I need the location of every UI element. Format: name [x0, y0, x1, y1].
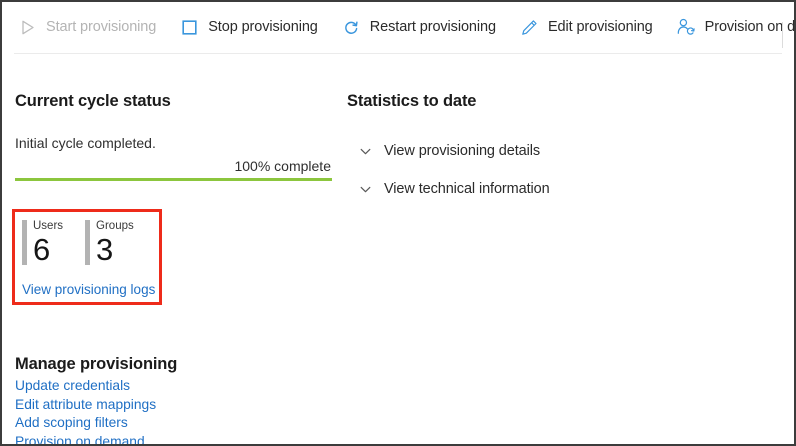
view-technical-information-expander[interactable]: View technical information: [358, 181, 550, 197]
stat-label-users: Users: [33, 220, 64, 232]
command-bar-overflow-divider: [782, 22, 783, 48]
cycle-progress: 100% complete: [15, 157, 332, 181]
chevron-down-icon: [358, 182, 372, 196]
stat-value-users: 6: [33, 232, 50, 267]
restart-arrow-icon: [342, 18, 361, 37]
provisioning-counts-inner: Users 6 Groups 3 View provisioning logs: [15, 212, 159, 302]
view-provisioning-details-label: View provisioning details: [384, 143, 541, 159]
start-provisioning-label: Start provisioning: [46, 19, 157, 35]
progress-percent-label: 100% complete: [234, 158, 331, 174]
stat-tile-users: Users 6: [22, 219, 63, 266]
stat-value-groups: 3: [96, 232, 113, 267]
provision-on-demand-label: Provision on demand: [704, 19, 796, 35]
view-provisioning-details-expander[interactable]: View provisioning details: [358, 143, 540, 159]
provisioning-counts-card: Users 6 Groups 3 View provisioning logs: [12, 209, 162, 305]
current-cycle-status-heading: Current cycle status: [15, 92, 171, 110]
stat-body: Groups 3: [96, 219, 134, 266]
restart-provisioning-label: Restart provisioning: [369, 19, 496, 35]
progress-fill: [15, 178, 332, 181]
cycle-status-text: Initial cycle completed.: [15, 135, 156, 151]
provision-on-demand-button[interactable]: Provision on demand: [675, 11, 796, 43]
statistics-to-date-heading: Statistics to date: [347, 92, 477, 110]
stat-label-groups: Groups: [96, 220, 134, 232]
manage-provisioning-heading: Manage provisioning: [15, 355, 178, 373]
progress-track: [15, 178, 332, 181]
stop-square-icon: [180, 18, 199, 37]
start-provisioning-button[interactable]: Start provisioning: [16, 11, 166, 43]
edit-attribute-mappings-link[interactable]: Edit attribute mappings: [15, 396, 157, 412]
stop-provisioning-button[interactable]: Stop provisioning: [178, 11, 328, 43]
command-bar-divider: [14, 53, 782, 54]
stat-accent-bar: [22, 220, 27, 265]
stat-tiles: Users 6 Groups 3: [22, 219, 159, 266]
view-technical-information-label: View technical information: [384, 181, 550, 197]
provision-on-demand-link[interactable]: Provision on demand: [15, 433, 145, 446]
stat-body: Users 6: [33, 219, 63, 266]
user-sync-icon: [677, 18, 696, 37]
stat-accent-bar: [85, 220, 91, 265]
update-credentials-link[interactable]: Update credentials: [15, 378, 131, 393]
manage-provisioning-links: Update credentials Edit attribute mappin…: [15, 377, 157, 446]
pencil-edit-icon: [520, 18, 539, 37]
stat-tile-groups: Groups 3: [85, 219, 134, 266]
restart-provisioning-button[interactable]: Restart provisioning: [340, 11, 506, 43]
view-provisioning-logs-link[interactable]: View provisioning logs: [22, 282, 156, 297]
play-icon: [18, 18, 37, 37]
chevron-down-icon: [358, 144, 372, 158]
add-scoping-filters-link[interactable]: Add scoping filters: [15, 415, 128, 430]
edit-provisioning-label: Edit provisioning: [547, 19, 653, 35]
command-bar: Start provisioning Stop provisioning Res…: [2, 4, 794, 50]
stop-provisioning-label: Stop provisioning: [208, 19, 318, 35]
edit-provisioning-button[interactable]: Edit provisioning: [518, 11, 663, 43]
